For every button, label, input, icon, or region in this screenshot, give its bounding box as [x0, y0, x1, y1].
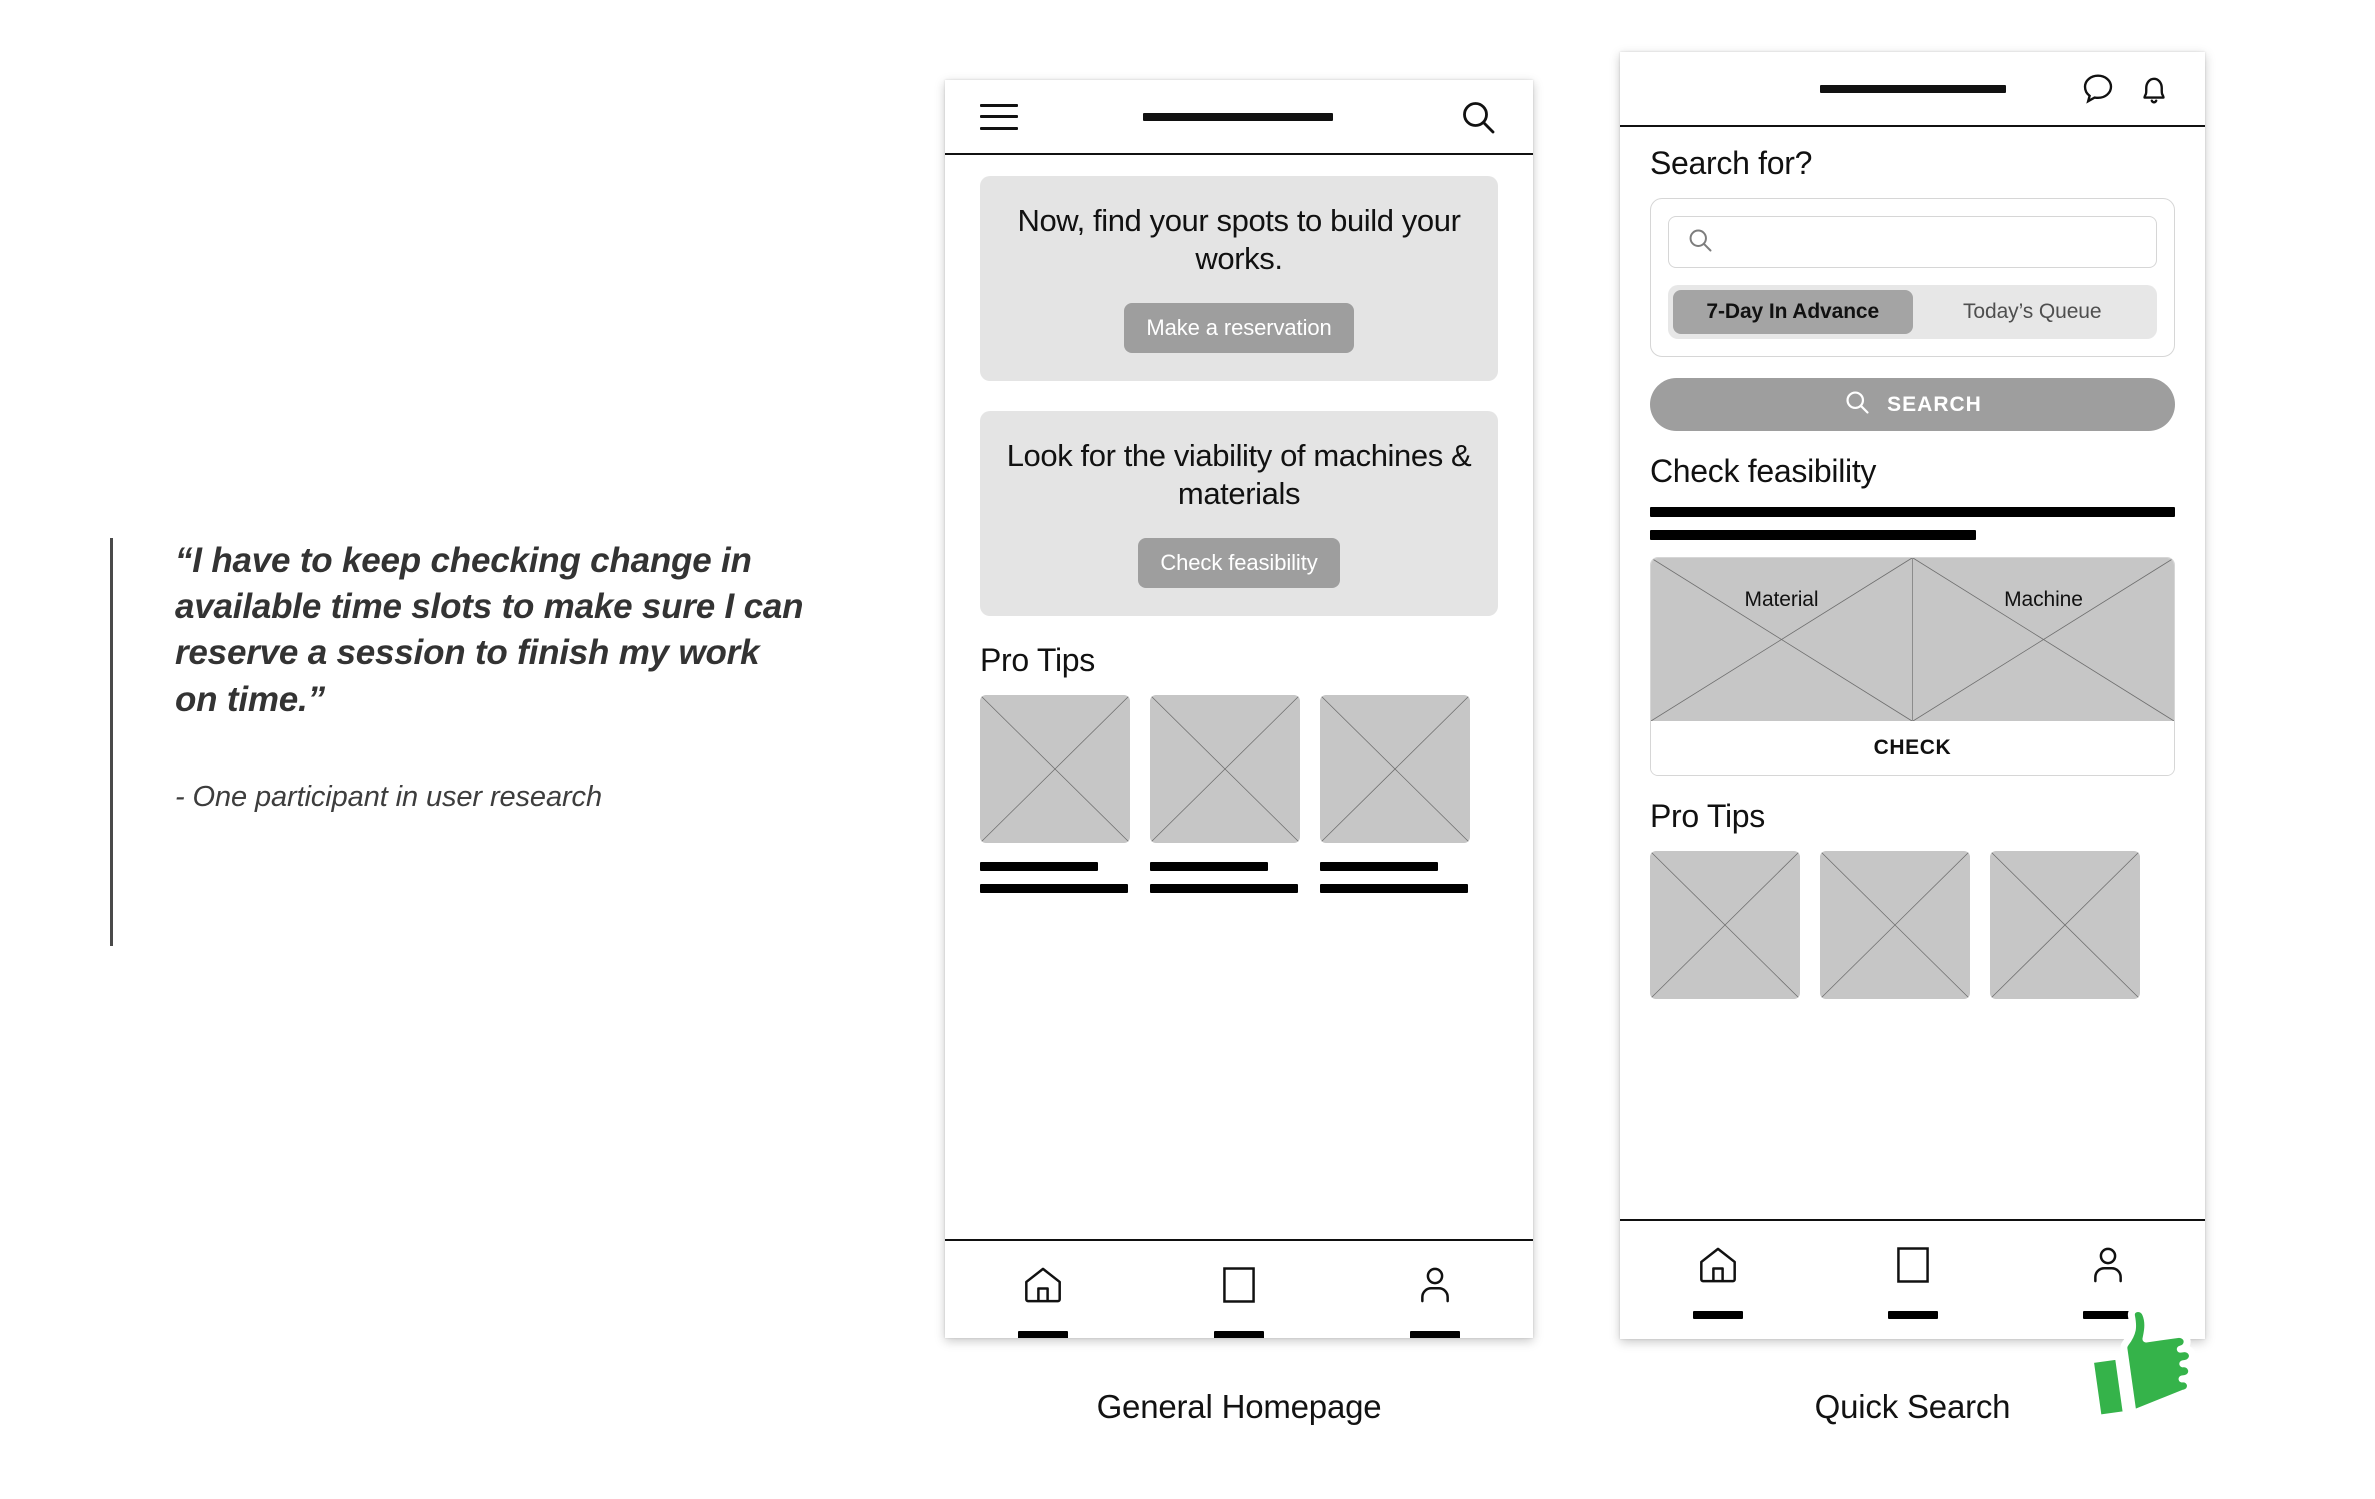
hero-card-reservation: Now, find your spots to build your works… — [980, 176, 1498, 381]
check-button[interactable]: CHECK — [1651, 721, 2174, 775]
search-button-label: SEARCH — [1887, 392, 1982, 416]
list-item[interactable] — [1990, 851, 2140, 999]
nav-label-placeholder — [1887, 1310, 1938, 1319]
text-placeholder-bar — [980, 883, 1128, 893]
pro-tips-list — [980, 694, 1498, 893]
bell-icon[interactable] — [2135, 70, 2173, 108]
nav-item-square[interactable] — [1214, 1262, 1264, 1338]
nav-label-placeholder — [1018, 1330, 1068, 1338]
list-item[interactable] — [1650, 851, 1800, 999]
title-placeholder-bar — [1819, 84, 2006, 93]
text-placeholder-bar — [1320, 883, 1468, 893]
phone-mockup-general-homepage: Now, find your spots to build your works… — [945, 80, 1533, 1338]
text-placeholder-bar — [980, 861, 1098, 871]
image-placeholder — [1320, 694, 1470, 843]
pro-tips-list — [1650, 851, 2175, 999]
square-icon — [1216, 1262, 1262, 1313]
hamburger-icon[interactable] — [980, 103, 1018, 130]
nav-item-profile[interactable] — [1410, 1262, 1460, 1338]
search-icon — [1843, 388, 1871, 422]
pro-tips-heading: Pro Tips — [1650, 798, 1765, 834]
bottom-navigation — [945, 1239, 1533, 1338]
search-mode-segmented-control: 7-Day In Advance Today’s Queue — [1668, 285, 2157, 339]
app-bar — [1620, 52, 2205, 127]
check-feasibility-button[interactable]: Check feasibility — [1138, 537, 1340, 588]
tile-label: Material — [1744, 588, 1819, 611]
search-icon — [1686, 226, 1714, 259]
title-placeholder-bar — [1143, 112, 1333, 121]
list-item[interactable] — [1150, 694, 1300, 893]
hero-card-feasibility: Look for the viability of machines & mat… — [980, 410, 1498, 616]
phone-mockup-quick-search: Search for? 7-Day In Advance Today’s Que… — [1620, 52, 2205, 1339]
screen-content: Search for? 7-Day In Advance Today’s Que… — [1620, 127, 2205, 1339]
list-item[interactable] — [1820, 851, 1970, 999]
nav-label-placeholder — [1214, 1330, 1264, 1338]
feasibility-tile-machine[interactable]: Machine — [1912, 558, 2174, 721]
person-icon — [1412, 1262, 1458, 1313]
text-placeholder-bar — [1150, 883, 1298, 893]
text-placeholder-bar — [1650, 507, 2175, 517]
person-icon — [2085, 1242, 2131, 1293]
segment-7-day-in-advance[interactable]: 7-Day In Advance — [1673, 290, 1913, 334]
home-icon — [1695, 1242, 1741, 1293]
hero-title: Look for the viability of machines & mat… — [1006, 437, 1472, 512]
nav-item-square[interactable] — [1887, 1242, 1938, 1319]
feasibility-card: Material Machine CHECK — [1650, 557, 2175, 776]
segment-todays-queue[interactable]: Today’s Queue — [1963, 300, 2102, 323]
research-quote-block: “I have to keep checking change in avail… — [110, 538, 810, 946]
image-placeholder — [1820, 851, 1970, 999]
feasibility-tile-material[interactable]: Material — [1651, 558, 1912, 721]
quote-attribution: - One participant in user research — [175, 780, 602, 813]
search-button[interactable]: SEARCH — [1650, 378, 2175, 431]
square-icon — [1890, 1242, 1936, 1293]
image-placeholder — [1990, 851, 2140, 999]
bottom-navigation — [1620, 1219, 2205, 1339]
nav-item-home[interactable] — [1692, 1242, 1743, 1319]
text-placeholder-bar — [1150, 861, 1268, 871]
nav-item-home[interactable] — [1018, 1262, 1068, 1338]
nav-label-placeholder — [1410, 1330, 1460, 1338]
nav-label-placeholder — [2082, 1310, 2133, 1319]
check-feasibility-heading: Check feasibility — [1650, 453, 1877, 489]
image-placeholder — [980, 694, 1130, 843]
text-placeholder-bar — [1320, 861, 1438, 871]
list-item[interactable] — [1320, 694, 1470, 893]
chat-bubble-icon[interactable] — [2079, 70, 2117, 108]
feasibility-tiles: Material Machine — [1651, 558, 2174, 721]
thumbs-up-icon — [2073, 1281, 2231, 1439]
home-icon — [1020, 1262, 1066, 1313]
search-heading: Search for? — [1650, 145, 1813, 181]
search-input[interactable] — [1668, 216, 2157, 268]
nav-item-profile[interactable] — [2082, 1242, 2133, 1319]
search-panel: 7-Day In Advance Today’s Queue — [1650, 198, 2175, 357]
image-placeholder — [1650, 851, 1800, 999]
tile-label: Machine — [2004, 588, 2083, 611]
list-item[interactable] — [980, 694, 1130, 893]
phone-caption-general-homepage: General Homepage — [1096, 1388, 1382, 1425]
app-bar — [945, 80, 1533, 155]
hero-title: Now, find your spots to build your works… — [1017, 203, 1461, 277]
screen-content: Now, find your spots to build your works… — [945, 176, 1533, 1338]
make-a-reservation-button[interactable]: Make a reservation — [1124, 302, 1354, 353]
quote-text: “I have to keep checking change in avail… — [175, 541, 804, 719]
text-placeholder-bar — [1650, 530, 1976, 540]
pro-tips-heading: Pro Tips — [980, 641, 1095, 678]
nav-label-placeholder — [1692, 1310, 1743, 1319]
search-icon[interactable] — [1458, 97, 1498, 137]
image-placeholder — [1150, 694, 1300, 843]
phone-caption-quick-search: Quick Search — [1814, 1388, 2011, 1425]
